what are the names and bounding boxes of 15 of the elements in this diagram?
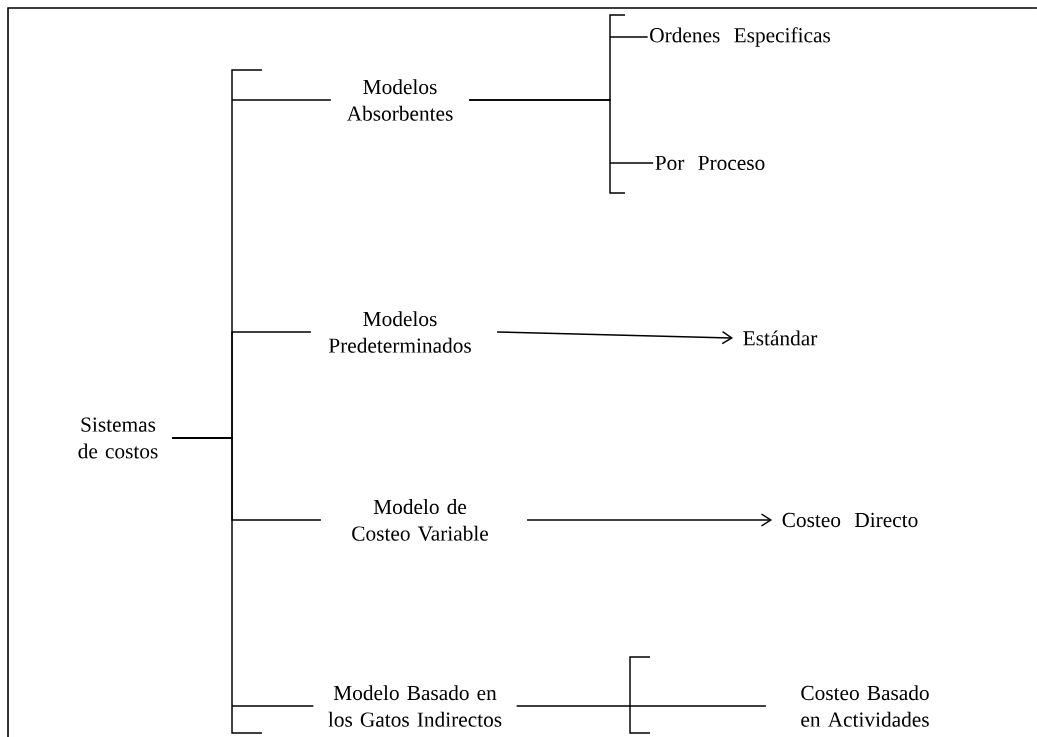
text-label: Por Proceso xyxy=(655,155,765,171)
text-label: Costeo Basado en Actividades xyxy=(801,685,929,727)
text-label: Ordenes Especificas xyxy=(650,27,831,47)
text-label: Estándar xyxy=(743,330,818,346)
arrow xyxy=(526,513,773,527)
text-label: Sistemas de costos xyxy=(78,417,158,459)
arrow xyxy=(496,331,734,345)
text-label: Modelo Basado en los Gatos Indirectos xyxy=(328,685,502,727)
bracket xyxy=(171,437,315,734)
text-label: Modelos Predeterminados xyxy=(328,311,471,353)
bracket xyxy=(515,656,767,734)
bracket xyxy=(468,99,654,194)
text-label: Costeo Directo xyxy=(782,512,918,528)
text-label: Modelos Absorbentes xyxy=(346,79,453,121)
text-label: Modelo de Costeo Variable xyxy=(352,499,488,541)
